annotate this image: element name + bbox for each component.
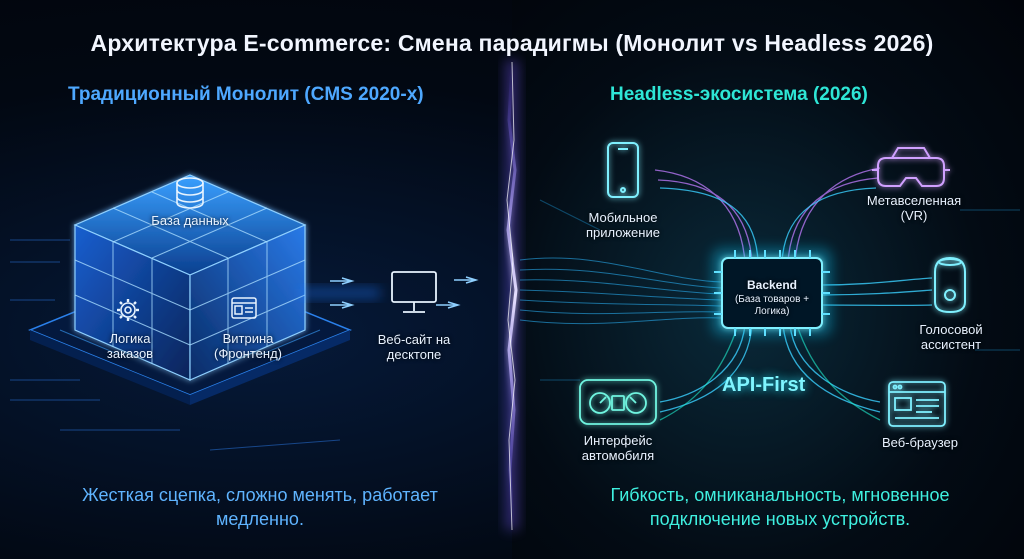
chip-device-connections [654,167,933,421]
monolith-summary: Жесткая сцепка, сложно менять, работает … [82,485,438,529]
backend-title: Backend [746,278,798,292]
paradigm-divider [505,60,519,531]
car-dashboard-icon [579,379,657,425]
right-edge-circuits [539,199,1020,381]
browser-window-icon [888,381,946,427]
storefront-label: Витрина (Фронтенд) [214,331,282,361]
monolith-to-website-stream [300,276,510,309]
page-title: Архитектура E-commerce: Смена парадигмы … [90,30,934,56]
headless-heading: Headless-экосистема (2026) [610,84,868,105]
storefront-window-icon [231,297,257,319]
web-browser-label: Веб-браузер [881,435,959,450]
backend-subtitle: (База товаров + Логика) [734,294,810,317]
headless-summary: Гибкость, омниканальность, мгновенное по… [610,485,950,529]
backend-chip [712,248,832,336]
right-incoming-streams [519,257,723,325]
voice-assistant-label: Голосовой ассистент [919,322,983,352]
database-label: База данных [151,213,229,228]
desktop-monitor-icon [391,271,437,313]
vr-headset-icon [872,147,950,187]
monolith-heading: Традиционный Монолит (CMS 2020-х) [68,84,424,105]
smart-speaker-icon [934,256,966,314]
gear-icon [117,299,139,321]
database-icon [176,177,204,209]
car-interface-label: Интерфейс автомобиля [581,433,655,463]
smartphone-icon [607,142,639,198]
api-first-label: API-First [722,374,806,396]
desktop-website-label: Веб-сайт на десктопе [377,332,451,362]
vr-metaverse-label: Метавселенная (VR) [866,193,962,223]
orders-logic-label: Логика заказов [106,331,154,361]
mobile-app-label: Мобильное приложение [586,210,660,240]
